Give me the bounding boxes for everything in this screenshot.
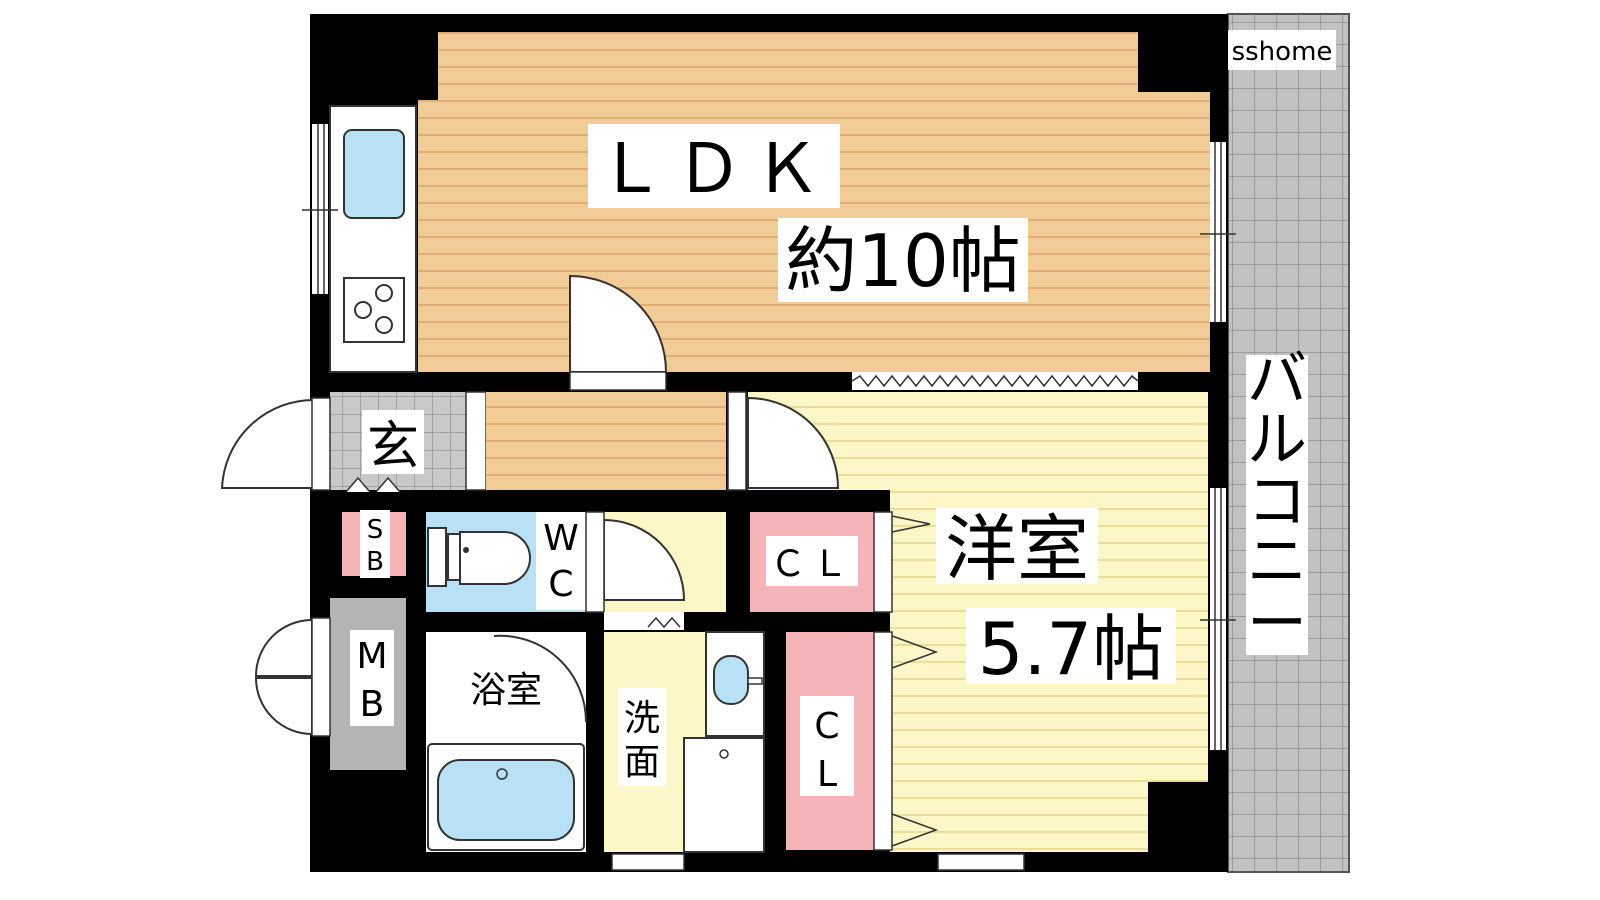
meter-box-label-bottom: B <box>360 684 385 725</box>
basin-bowl-icon <box>713 655 749 705</box>
ldk-size-label: 約10帖 <box>785 219 1021 303</box>
closet-upper-label: ＣＬ <box>770 544 854 585</box>
toilet-icon <box>427 527 531 587</box>
shoe-box-label-top: S <box>367 515 384 545</box>
hallway-floor <box>486 392 726 490</box>
balcony-char-4: ニ <box>1247 527 1307 597</box>
hall-door-frame <box>727 391 747 491</box>
meter-box-label-bg <box>350 630 394 726</box>
kitchen-window <box>302 124 338 294</box>
bathtub-icon <box>437 759 575 841</box>
closet-lower: C L <box>786 631 939 851</box>
meter-box: M B <box>254 598 406 770</box>
meter-box-label-top: M <box>356 636 387 677</box>
western-label-bg <box>936 508 1098 584</box>
shoe-box-label-bottom: B <box>366 547 384 577</box>
balcony-char-2: ル <box>1247 405 1307 475</box>
entrance-label-bg <box>362 410 424 474</box>
closet-lower-label-bottom: L <box>817 754 837 795</box>
washing-machine-space <box>683 737 765 853</box>
sliding-partition <box>851 372 1139 390</box>
bath-label: 浴室 <box>470 670 542 711</box>
washroom: 洗 面 <box>585 511 765 871</box>
balcony-label: バ ル コ ニ ー <box>1247 345 1307 659</box>
western-size-bg <box>966 608 1176 684</box>
washroom-label-bottom: 面 <box>624 742 660 783</box>
entrance-label: 玄 <box>367 417 419 477</box>
toilet-room: W C <box>426 512 586 612</box>
ldk-door-icon <box>569 274 668 391</box>
western-bottom-window <box>937 853 1025 871</box>
shoe-box-label-bg <box>360 510 390 578</box>
bathroom: 浴室 <box>426 632 588 852</box>
toilet-label-bg <box>536 512 586 610</box>
closet-lower-label-bg <box>800 696 854 796</box>
western-size-label: 5.7帖 <box>978 607 1165 691</box>
ldk-label-bg <box>588 124 840 208</box>
ldk-size-bg <box>778 218 1028 302</box>
washroom-label-bg <box>618 688 666 786</box>
balcony-char-5: ー <box>1247 589 1307 659</box>
ldk-window <box>1200 142 1236 322</box>
toilet-label-top: W <box>543 518 579 559</box>
western-door-icon <box>747 396 840 489</box>
closet-lower-label-top: C <box>814 706 839 747</box>
washroom-label-top: 洗 <box>624 698 660 739</box>
sink-icon <box>343 129 405 219</box>
stove-icon <box>343 277 405 343</box>
meter-door-icon <box>254 617 331 737</box>
entrance: 玄 <box>220 391 487 491</box>
washroom-window <box>611 853 685 871</box>
watermark-text: sshome <box>1232 37 1333 67</box>
western-window <box>1200 488 1236 750</box>
balcony-char-1: バ <box>1247 345 1307 415</box>
ldk-name-label: ＬＤＫ <box>597 130 831 209</box>
balcony: sshome バ ル コ ニ ー <box>1227 13 1350 873</box>
toilet-door-icon <box>603 518 686 601</box>
shoe-box: S B <box>342 476 406 578</box>
closet-upper: ＣＬ <box>750 511 931 613</box>
balcony-char-3: コ <box>1247 467 1307 537</box>
front-door-icon <box>220 397 331 491</box>
hall-frame <box>465 391 487 491</box>
closet-upper-label-bg <box>766 536 858 586</box>
western-room: 洋室 5.7帖 <box>747 392 1236 852</box>
western-name-label: 洋室 <box>945 507 1089 591</box>
balcony-label-bg <box>1246 355 1308 655</box>
watermark-bg <box>1228 30 1336 70</box>
ldk-room: ＬＤＫ 約10帖 <box>302 32 1236 391</box>
toilet-label-bottom: C <box>548 564 573 605</box>
